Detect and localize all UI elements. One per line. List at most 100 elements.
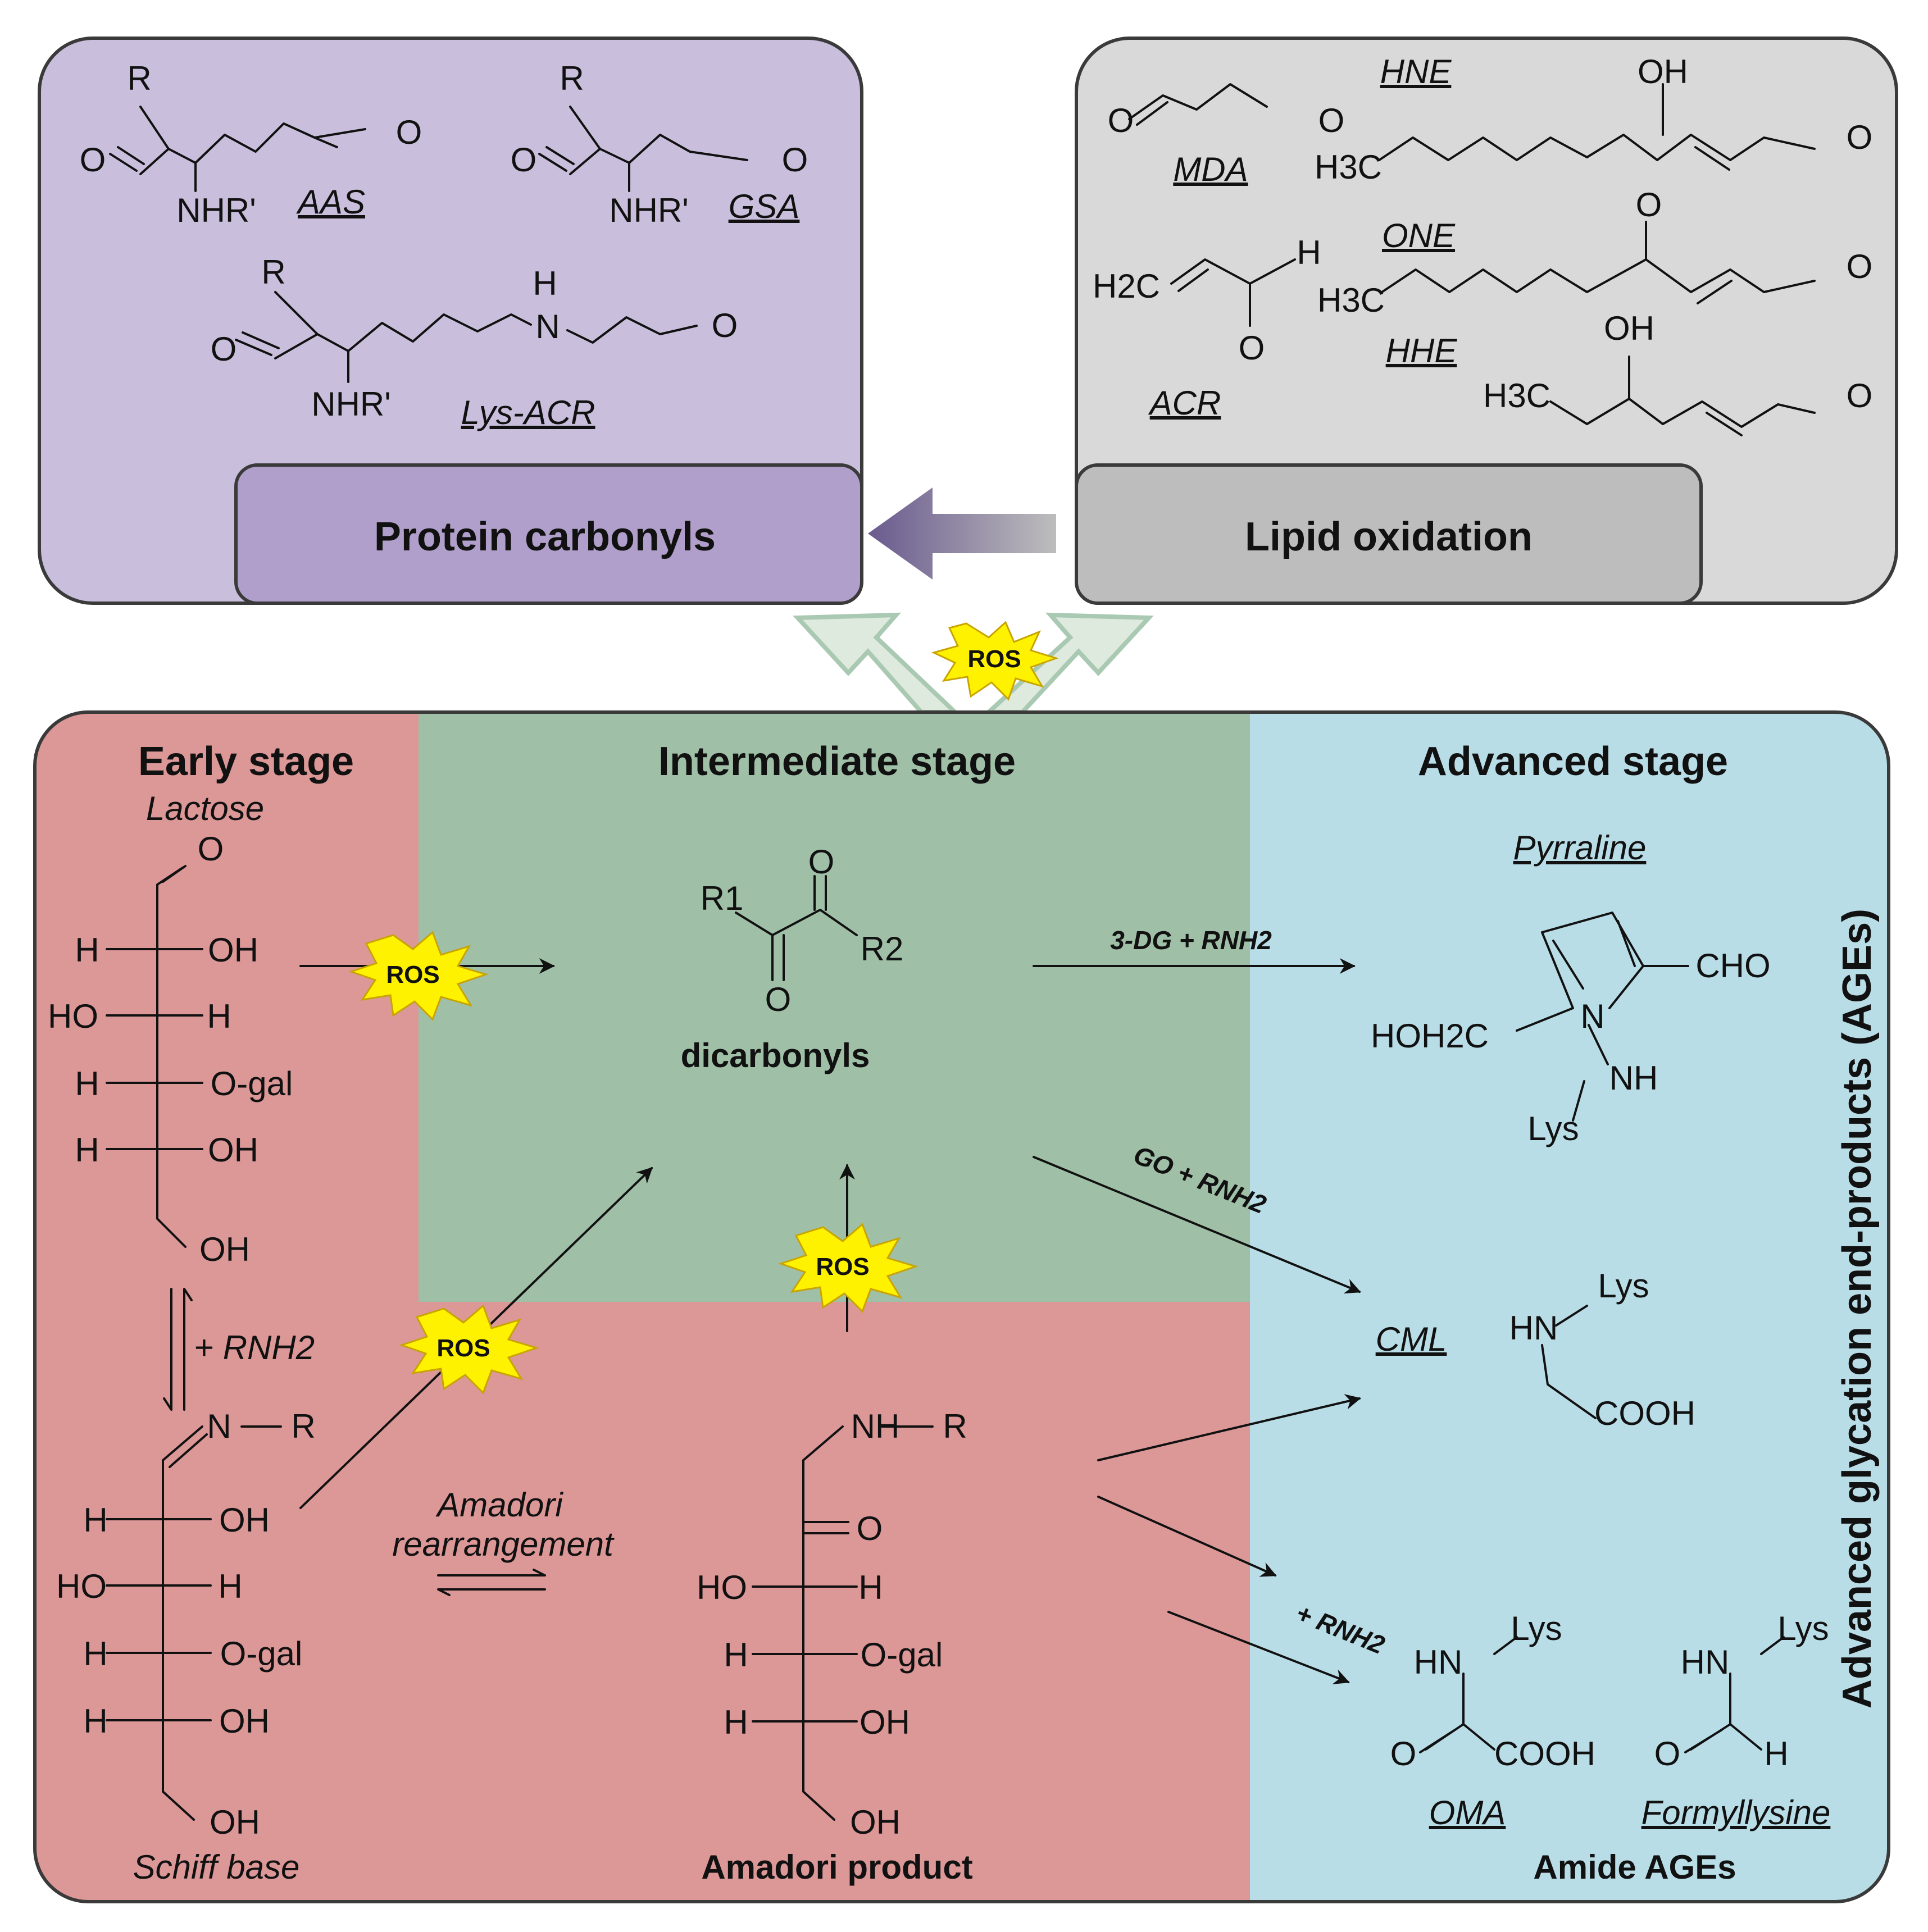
lys-acr-o-label: O [211, 330, 237, 368]
ros-up-arrows [793, 612, 1154, 714]
pyrraline-molecule: Pyrraline CHO N HOH2C NH Lys [1371, 829, 1771, 1147]
gsa-r-label: R [560, 60, 584, 97]
acr-name: ACR [1148, 384, 1221, 422]
acr-h2c-label: H2C [1093, 267, 1160, 305]
cml-name: CML [1376, 1320, 1447, 1358]
schiff-n-label: N [207, 1407, 231, 1445]
hhe-o-label: O [1847, 377, 1873, 414]
lipid-oxidation-label-box [1075, 463, 1703, 605]
pyrraline-hoh2c-label: HOH2C [1371, 1017, 1489, 1055]
lys-acr-name: Lys-ACR [461, 394, 595, 431]
lipid-oxidation-label: Lipid oxidation [1245, 514, 1533, 559]
oma-cooh-label: COOH [1494, 1735, 1595, 1772]
oma-lys-label: Lys [1511, 1610, 1562, 1647]
schiff-row4-right: OH [219, 1702, 270, 1740]
lactose-bottom-oh: OH [199, 1231, 250, 1268]
lys-acr-n-label: N [535, 308, 560, 345]
one-o-top-label: O [1636, 186, 1662, 224]
gsa-name: GSA [729, 188, 800, 225]
stages-panel-border [33, 710, 1890, 1903]
hhe-name: HHE [1386, 332, 1458, 370]
formyllysine-molecule: HN Lys O H Formyllysine [1641, 1610, 1831, 1831]
pyrraline-nh-label: NH [1609, 1059, 1658, 1097]
hhe-oh-label: OH [1604, 309, 1654, 347]
mda-name: MDA [1173, 151, 1248, 188]
one-o-label: O [1847, 248, 1873, 285]
one-h3c-label: H3C [1317, 281, 1385, 319]
early-stage-title: Early stage [138, 739, 354, 784]
oma-o-label: O [1390, 1735, 1417, 1772]
advanced-stage-title: Advanced stage [1418, 739, 1728, 784]
pyrraline-cho-label: CHO [1695, 947, 1770, 985]
lys-acr-h-label: H [533, 265, 557, 302]
equilibrium-rnh2-label: + RNH2 [194, 1329, 315, 1366]
one-name: ONE [1382, 217, 1456, 254]
pyrraline-n-label: N [1580, 997, 1604, 1035]
dicarbonyls-molecule: R1 R2 O O dicarbonyls [681, 843, 904, 1074]
amadori-to-oma-arrow [1097, 1496, 1277, 1577]
oma-molecule: HN Lys O COOH OMA [1390, 1610, 1595, 1831]
oma-hn-label: HN [1414, 1643, 1463, 1681]
schiff-row2-right: H [218, 1568, 242, 1605]
dicarbonyl-o-top: O [808, 843, 835, 881]
lipid-to-protein-arrow [868, 487, 1056, 580]
one-molecule: O H3C O ONE [1317, 186, 1872, 319]
cml-hn-label: HN [1509, 1309, 1558, 1347]
formyllysine-lys-label: Lys [1777, 1610, 1829, 1647]
dicarbonyls-name: dicarbonyls [681, 1037, 870, 1074]
amadori-bottom-oh: OH [850, 1803, 901, 1841]
schiff-bottom-oh: OH [210, 1803, 260, 1841]
amadori-label-line1: Amadori [435, 1486, 563, 1524]
formyllysine-name: Formyllysine [1641, 1794, 1831, 1831]
schiff-r-label: R [291, 1407, 315, 1445]
amadori-nh-label: NH [851, 1407, 900, 1445]
amadori-row1-left: HO [697, 1569, 747, 1606]
to-cml-arrow [1033, 1156, 1361, 1294]
lys-acr-molecule: R O H N O NHR' Lys-ACR [211, 253, 738, 431]
ros-label-schiff: ROS [436, 1334, 490, 1362]
cml-cooh-label: COOH [1594, 1395, 1695, 1432]
ros-burst-amadori: ROS [778, 1223, 918, 1313]
formyllysine-hn-label: HN [1681, 1643, 1730, 1681]
oma-name: OMA [1429, 1794, 1506, 1831]
lys-acr-r-label: R [261, 253, 285, 291]
amide-ages-label: Amide AGEs [1533, 1848, 1736, 1886]
amadori-row2-left: H [724, 1636, 748, 1674]
amadori-o-label: O [857, 1510, 883, 1547]
aas-o2-label: O [396, 113, 422, 151]
lactose-row3-left: H [75, 1065, 99, 1102]
lactose-o-label: O [198, 830, 224, 868]
intermediate-stage-title: Intermediate stage [658, 739, 1016, 784]
lactose-row1-right: OH [208, 931, 258, 969]
dicarbonyl-o-bottom: O [765, 981, 792, 1018]
lys-acr-nhr-label: NHR' [311, 385, 390, 423]
lactose-row1-left: H [75, 931, 99, 969]
amadori-row3-right: OH [860, 1703, 910, 1741]
acr-molecule: H2C H O ACR [1093, 234, 1321, 422]
dicarbonyl-r2-label: R2 [861, 930, 904, 968]
aas-nhr-label: NHR' [176, 192, 256, 229]
arrow-label-3dg: 3-DG + RNH2 [1110, 926, 1272, 955]
aas-molecule: R O O NHR' AAS [80, 60, 422, 229]
amadori-to-amide-arrow [1167, 1611, 1350, 1684]
schiff-row1-left: H [83, 1501, 107, 1539]
ros-burst-schiff: ROS [399, 1304, 539, 1395]
formyllysine-o-label: O [1654, 1735, 1681, 1772]
gsa-nhr-label: NHR' [609, 192, 688, 229]
hhe-molecule: OH H3C O HHE [1386, 309, 1873, 436]
lactose-schiff-equilibrium: + RNH2 [163, 1288, 315, 1411]
lactose-row2-left: HO [48, 997, 98, 1035]
hne-molecule: OH H3C O HNE [1315, 53, 1872, 186]
aas-o-label: O [80, 141, 106, 179]
pyrraline-lys-label: Lys [1527, 1110, 1579, 1147]
amadori-row3-left: H [724, 1703, 748, 1741]
formyllysine-h-label: H [1764, 1735, 1788, 1772]
amadori-label-line2: rearrangement [392, 1525, 615, 1563]
aas-name: AAS [296, 183, 365, 221]
ros-burst-top: ROS [931, 621, 1059, 701]
schiff-row1-right: OH [219, 1501, 270, 1539]
lactose-name: Lactose [146, 790, 264, 827]
schiff-row2-left: HO [56, 1568, 107, 1605]
gsa-o2-label: O [782, 141, 808, 179]
